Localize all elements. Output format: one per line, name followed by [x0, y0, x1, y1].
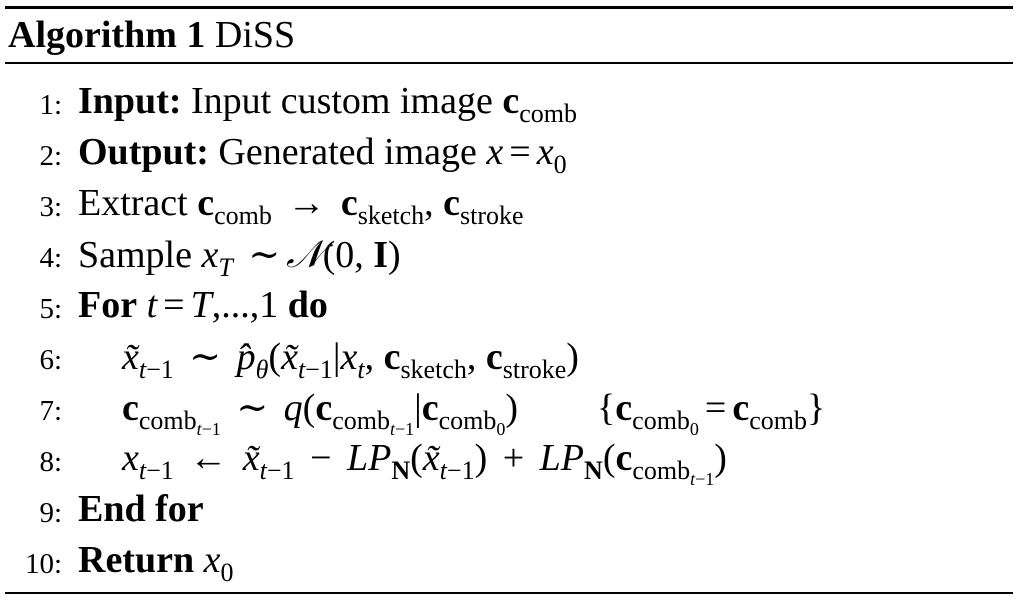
- algorithm-line-8: 8: xt−1 ← x̃t−1 − LPN(x̃t−1) + LPN(ccomb…: [0, 436, 1018, 489]
- subscript-comb: comb: [138, 406, 197, 435]
- input-text: Input custom image: [191, 80, 493, 122]
- subscript-comb: comb: [749, 406, 807, 435]
- subscript-comb: comb: [214, 201, 272, 230]
- line-content: x̃t−1 ∼ p̂θ(x̃t−1|xt, csketch, cstroke): [122, 336, 579, 384]
- line-number: 4:: [39, 242, 62, 274]
- line-content: End for: [78, 487, 204, 531]
- for-keyword: For: [78, 284, 138, 326]
- extract-word: Extract: [78, 182, 188, 224]
- line-content: xt−1 ← x̃t−1 − LPN(x̃t−1) + LPN(ccombt−1…: [122, 437, 727, 489]
- end-for-keyword: End for: [78, 488, 204, 530]
- line-number: 2:: [39, 140, 62, 172]
- line-content: For t=T,...,1 do: [78, 284, 328, 326]
- do-keyword: do: [287, 284, 328, 326]
- subscript-stroke: stroke: [460, 201, 524, 230]
- top-rule: [5, 6, 1013, 9]
- line-number: 9:: [39, 497, 62, 529]
- subscript-comb: comb: [632, 406, 690, 435]
- algorithm-line-3: 3: Extract ccomb → csketch, cstroke: [0, 181, 1018, 231]
- line-number: 3:: [39, 191, 62, 223]
- line-content: ccombt−1 ∼ q(ccombt−1|ccomb0) {ccomb0=cc…: [122, 387, 826, 439]
- line-number: 6:: [39, 344, 62, 376]
- line-number: 1:: [39, 89, 62, 121]
- line-content: Input: Input custom image ccomb: [78, 80, 577, 128]
- bottom-rule: [5, 592, 1013, 594]
- line-number: 8:: [39, 446, 62, 478]
- sample-word: Sample: [78, 234, 192, 276]
- subscript-comb: comb: [332, 406, 390, 435]
- algorithm-name: DiSS: [214, 14, 296, 56]
- algorithm-line-5: 5: For t=T,...,1 do: [0, 283, 1018, 333]
- algorithm-line-1: 1: Input: Input custom image ccomb: [0, 79, 1018, 129]
- return-keyword: Return: [78, 539, 195, 581]
- input-keyword: Input:: [78, 80, 182, 122]
- line-number: 5:: [39, 293, 62, 325]
- algorithm-line-6: 6: x̃t−1 ∼ p̂θ(x̃t−1|xt, csketch, cstrok…: [0, 334, 1018, 384]
- algorithm-label: Algorithm 1: [8, 14, 206, 56]
- algorithm-title: Algorithm 1 DiSS: [8, 13, 295, 57]
- algorithm-line-9: 9: End for: [0, 487, 1018, 537]
- line-content: Return x0: [78, 539, 234, 587]
- algorithm-line-4: 4: Sample xT ∼𝒩(0, I): [0, 232, 1018, 282]
- subscript-sketch: sketch: [357, 201, 425, 230]
- subscript-comb: comb: [519, 99, 577, 128]
- line-number: 10:: [24, 548, 62, 580]
- subscript-stroke: stroke: [502, 355, 567, 384]
- header-rule: [5, 62, 1013, 64]
- algorithm-line-7: 7: ccombt−1 ∼ q(ccombt−1|ccomb0) {ccomb0…: [0, 385, 1018, 439]
- output-keyword: Output:: [78, 131, 209, 173]
- line-content: Sample xT ∼𝒩(0, I): [78, 232, 401, 282]
- subscript-sketch: sketch: [400, 355, 467, 384]
- line-number: 7:: [39, 395, 62, 427]
- output-text: Generated image: [218, 131, 477, 173]
- subscript-comb: comb: [438, 406, 497, 435]
- algorithm-line-10: 10: Return x0: [0, 538, 1018, 588]
- line-content: Extract ccomb → csketch, cstroke: [78, 182, 524, 230]
- algorithm-line-2: 2: Output: Generated image x=x0: [0, 130, 1018, 180]
- subscript-comb: comb: [632, 456, 691, 485]
- line-content: Output: Generated image x=x0: [78, 131, 567, 179]
